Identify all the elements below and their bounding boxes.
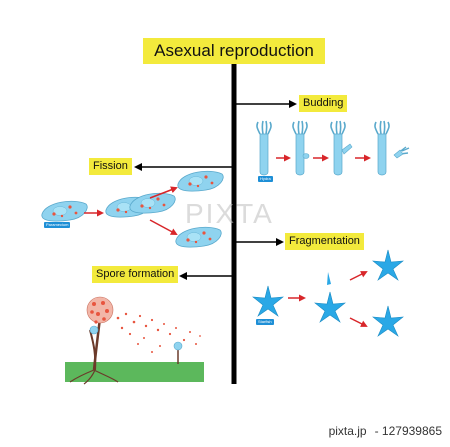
label-fission: Fission (89, 158, 132, 175)
starfish-regenerated-2 (372, 305, 404, 337)
sporangium (86, 296, 114, 324)
small-sporangium (173, 341, 183, 351)
starfish-whole (252, 285, 284, 317)
label-spore-formation: Spore formation (92, 266, 179, 283)
label-fragmentation: Fragmentation (285, 233, 364, 250)
paramecium-parent (41, 200, 88, 222)
fission-paramecium-sequence (41, 170, 224, 248)
red-arrow-icon (349, 317, 368, 327)
credit-line: pixta.jp - 127939865 (329, 424, 442, 438)
spores (116, 312, 201, 353)
watermark: PIXTA (185, 198, 274, 229)
starfish-regenerated-1 (372, 249, 404, 281)
red-arrow-icon (149, 219, 178, 235)
tag-paramecium: Paramecium (44, 222, 71, 228)
tag-hydra: Hydra (258, 176, 273, 182)
ground (65, 362, 204, 382)
tag-starfish: Starfish (256, 319, 274, 325)
hydra-stage-1 (256, 120, 272, 176)
hydra-stage-4 (374, 120, 390, 176)
hydra-stage-2 (292, 120, 308, 176)
starfish-fragment (314, 291, 346, 323)
spore-formation-fungus (65, 296, 204, 385)
label-budding: Budding (299, 95, 348, 112)
fragmentation-starfish-sequence (252, 249, 404, 337)
paramecium-daughter-1 (177, 170, 224, 192)
red-arrow-icon (349, 271, 368, 281)
paramecium-dividing-half (129, 192, 176, 214)
paramecium-daughter-2 (175, 226, 222, 248)
credit-id: - 127939865 (374, 424, 442, 438)
diagram-title: Asexual reproduction (143, 38, 325, 64)
budding-hydra-sequence (256, 120, 410, 176)
credit-site: pixta.jp (328, 424, 367, 438)
red-arrow-icon (149, 186, 178, 199)
hydra-stage-3 (330, 120, 346, 176)
